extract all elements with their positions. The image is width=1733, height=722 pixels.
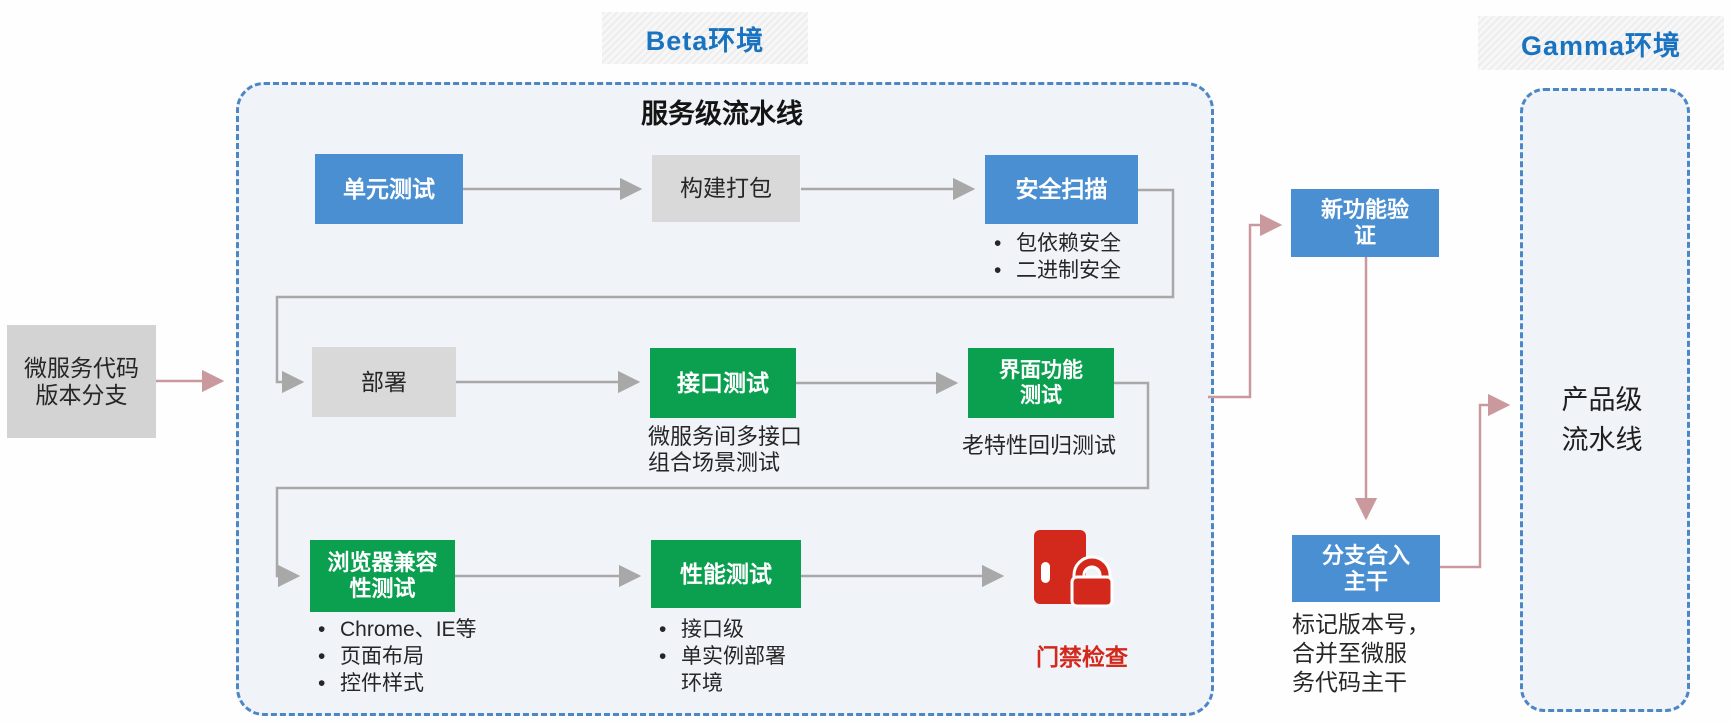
gate-check-label: 门禁检查 — [1036, 644, 1128, 670]
ui-test-caption: 老特性回归测试 — [962, 433, 1117, 458]
ui-function-test-box: 界面功能 测试 — [968, 348, 1114, 418]
unit-test-box: 单元测试 — [315, 154, 463, 224]
security-scan-box: 安全扫描 — [985, 155, 1138, 224]
ui-test-line1: 界面功能 — [999, 359, 1083, 382]
perf-bullet-2-continuation: 环境 — [681, 672, 723, 695]
browser-test-line1: 浏览器兼容 — [327, 550, 438, 575]
merge-trunk-caption: 标记版本号， 合并至微服 务代码主干 — [1292, 610, 1482, 697]
merge-caption-line1: 标记版本号， — [1292, 611, 1430, 637]
api-caption-line2: 组合场景测试 — [648, 450, 781, 475]
merge-caption-line2: 合并至微服 — [1292, 640, 1407, 666]
ui-test-line2: 测试 — [1020, 384, 1062, 407]
api-test-caption: 微服务间多接口 组合场景测试 — [648, 424, 868, 476]
browser-bullet-1: Chrome、IE等 — [312, 616, 532, 643]
perf-bullet-1: 接口级 — [653, 616, 833, 643]
microservice-branch-line1: 微服务代码 — [24, 354, 139, 381]
merge-trunk-box: 分支合入 主干 — [1292, 535, 1440, 602]
performance-test-box: 性能测试 — [651, 540, 801, 608]
gate-door-lock-icon — [1034, 530, 1114, 608]
microservice-branch-line2: 版本分支 — [35, 381, 128, 408]
browser-compat-test-box: 浏览器兼容 性测试 — [310, 540, 455, 612]
security-scan-bullets: 包依赖安全 二进制安全 — [988, 230, 1178, 284]
browser-test-line2: 性测试 — [349, 576, 416, 601]
perf-bullet-2: 单实例部署 — [653, 643, 833, 670]
merge-trunk-line2: 主干 — [1343, 568, 1388, 594]
product-pipeline-line1: 产品级 — [1561, 385, 1643, 415]
build-package-box: 构建打包 — [652, 155, 800, 222]
merge-trunk-line1: 分支合入 — [1321, 542, 1410, 568]
merge-caption-line3: 务代码主干 — [1292, 669, 1407, 695]
product-pipeline-line2: 流水线 — [1561, 425, 1643, 455]
connector-merge-to-gamma — [1440, 393, 1511, 569]
product-pipeline-label: 产品级 流水线 — [1520, 380, 1684, 460]
gamma-environment-container — [1520, 88, 1690, 712]
deploy-box: 部署 — [312, 347, 456, 417]
new-feature-verify-box: 新功能验 证 — [1291, 189, 1439, 257]
browser-bullet-2: 页面布局 — [312, 643, 532, 670]
microservice-branch-box: 微服务代码 版本分支 — [7, 325, 156, 438]
security-bullet-2: 二进制安全 — [988, 257, 1178, 284]
new-feature-line2: 证 — [1353, 223, 1376, 248]
api-caption-line1: 微服务间多接口 — [648, 424, 803, 449]
connector-beta-to-newfeature — [1208, 213, 1283, 399]
api-test-box: 接口测试 — [650, 348, 796, 418]
service-pipeline-title: 服务级流水线 — [641, 99, 803, 129]
gamma-environment-label: Gamma环境 — [1478, 16, 1724, 70]
performance-test-bullets: 接口级 单实例部署 环境 — [653, 616, 833, 697]
beta-environment-label: Beta环境 — [602, 12, 808, 64]
new-feature-line1: 新功能验 — [1320, 197, 1409, 222]
security-bullet-1: 包依赖安全 — [988, 230, 1178, 257]
browser-bullet-3: 控件样式 — [312, 670, 532, 697]
browser-test-bullets: Chrome、IE等 页面布局 控件样式 — [312, 616, 532, 697]
